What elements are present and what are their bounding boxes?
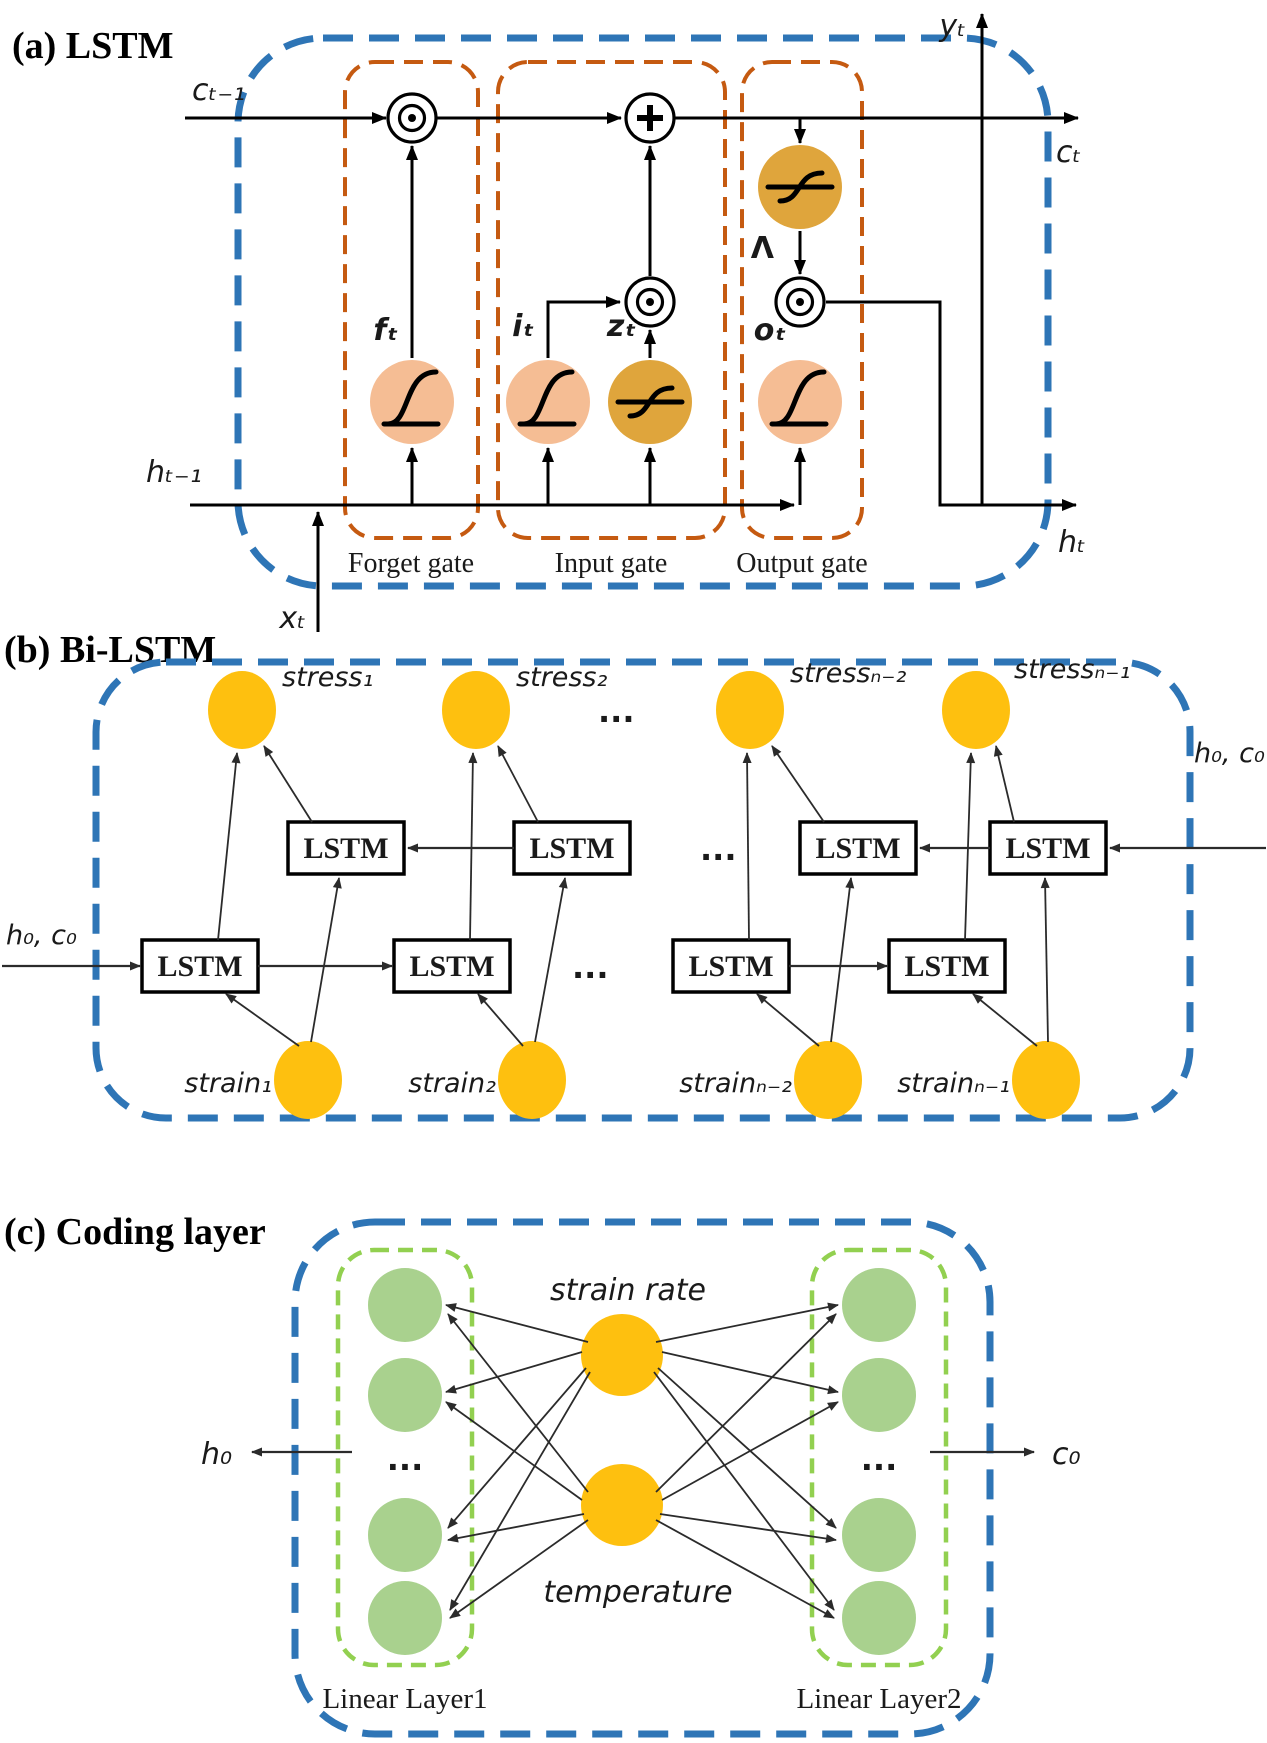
forget-multiply-op [386, 92, 438, 144]
h0c0-left-label: h₀, c₀ [6, 920, 77, 951]
forward-lstm-3 [671, 938, 791, 994]
c-t-label: cₜ [1056, 135, 1081, 170]
strain-rate-node [581, 1314, 663, 1396]
linear2-neuron-2 [842, 1358, 916, 1432]
stress-ellipsis: ... [598, 692, 634, 730]
ht-output-line [826, 300, 1077, 511]
backward-lstm-row: LSTM LSTM LSTM LSTM ... [286, 820, 1266, 876]
lstm-box-label: LSTM [529, 832, 614, 865]
panel-a-title: (a) LSTM [12, 25, 174, 67]
coding-layer-connections [445, 1302, 839, 1619]
stress-node-n2 [716, 671, 784, 749]
input-sigmoid-node [506, 360, 590, 444]
backward-lstm-1 [286, 820, 406, 876]
panel-a-lstm: (a) LSTM [12, 9, 1086, 636]
input-tanh-node [608, 360, 692, 444]
stress-1-label: stress₁ [282, 662, 373, 693]
panel-c-coding-layer: (c) Coding layer ... ... strain rate tem… [4, 1211, 1081, 1738]
linear1-neuron-2 [368, 1358, 442, 1432]
i-t-label: iₜ [512, 309, 534, 344]
forward-lstm-2 [392, 938, 512, 994]
input-gate-label: Input gate [555, 548, 668, 579]
temperature-node [581, 1464, 663, 1546]
add-op [624, 92, 676, 144]
forward-lstm-4 [887, 938, 1007, 994]
stress-node-2 [442, 671, 510, 749]
lstm-box-label: LSTM [688, 950, 773, 983]
lstm-box-label: LSTM [904, 950, 989, 983]
backward-lstm-4 [988, 820, 1108, 876]
forget-gate-box [343, 60, 480, 540]
backward-row-ellipsis: ... [700, 830, 736, 868]
linear2-ellipsis: ... [861, 1440, 897, 1478]
forward-lstm-1 [140, 938, 260, 994]
temperature-label: temperature [543, 1575, 732, 1610]
lstm-box-label: LSTM [409, 950, 494, 983]
hidden-state-line [190, 447, 806, 632]
linear-layer2-box [809, 1247, 949, 1668]
lstm-box-label: LSTM [815, 832, 900, 865]
linear2-neuron-3 [842, 1498, 916, 1572]
strain-1-label: strain₁ [184, 1068, 272, 1099]
stress-n1-label: stressₙ₋₁ [1014, 654, 1130, 685]
linear2-neuron-1 [842, 1268, 916, 1342]
output-multiply-op [774, 276, 826, 328]
h0-label: h₀ [201, 1437, 232, 1472]
lstm-box-label: LSTM [157, 950, 242, 983]
output-gate-label: Output gate [736, 548, 867, 579]
o-t-label: oₜ [754, 313, 786, 348]
output-tanh-node [758, 145, 842, 229]
coding-layer-boundary [291, 1218, 994, 1738]
panel-b-bilstm: (b) Bi-LSTM stress₁ stress₂ stressₙ₋₂ st… [2, 629, 1266, 1122]
h0c0-right-label: h₀, c₀ [1194, 738, 1265, 769]
strain-n1-label: strainₙ₋₁ [897, 1068, 1010, 1099]
strain-node-1 [274, 1041, 342, 1119]
linear1-neuron-1 [368, 1268, 442, 1342]
backward-lstm-3 [798, 820, 918, 876]
strain-n2-label: strainₙ₋₂ [679, 1068, 792, 1099]
strain-rate-label: strain rate [550, 1273, 706, 1308]
strain-2-label: strain₂ [408, 1068, 496, 1099]
strain-node-2 [498, 1041, 566, 1119]
forget-gate-label: Forget gate [348, 548, 474, 579]
input-gate-box [496, 60, 727, 540]
stress-2-label: stress₂ [516, 662, 607, 693]
stress-node-1 [208, 671, 276, 749]
input-multiply-op [624, 276, 676, 328]
c0-label: c₀ [1052, 1437, 1081, 1472]
f-t-label: fₜ [373, 313, 398, 348]
z-t-label: zₜ [606, 309, 636, 344]
stress-n2-label: stressₙ₋₂ [790, 658, 907, 689]
strain-node-n2 [794, 1041, 862, 1119]
gate-connections [406, 13, 1077, 511]
linear-layer2-label: Linear Layer2 [796, 1683, 961, 1715]
c-prev-label: cₜ₋₁ [192, 73, 245, 108]
linear1-ellipsis: ... [387, 1440, 423, 1478]
linear-layer1-box [335, 1247, 475, 1668]
h-prev-label: hₜ₋₁ [146, 455, 202, 490]
forward-lstm-row: LSTM LSTM LSTM LSTM ... [2, 938, 1007, 994]
bilstm-connections [217, 745, 1050, 1047]
forward-row-ellipsis: ... [572, 948, 608, 986]
strain-node-n1 [1012, 1041, 1080, 1119]
output-gate-box [740, 60, 864, 540]
y-t-label: yₜ [938, 9, 966, 44]
linear2-neuron-4 [842, 1581, 916, 1655]
backward-lstm-2 [512, 820, 632, 876]
lstm-box-label: LSTM [303, 832, 388, 865]
linear1-neuron-4 [368, 1581, 442, 1655]
forget-sigmoid-node [370, 360, 454, 444]
panel-c-title: (c) Coding layer [4, 1211, 266, 1253]
cell-state-line [185, 112, 1079, 144]
output-sigmoid-node [758, 360, 842, 444]
lstm-box-label: LSTM [1005, 832, 1090, 865]
linear-layer1-label: Linear Layer1 [322, 1683, 487, 1715]
x-t-label: xₜ [278, 601, 306, 636]
bilstm-boundary [92, 658, 1194, 1122]
linear1-neuron-3 [368, 1498, 442, 1572]
stress-node-n1 [942, 671, 1010, 749]
h-t-label: hₜ [1058, 525, 1086, 560]
lambda-label: Λ [751, 231, 775, 266]
